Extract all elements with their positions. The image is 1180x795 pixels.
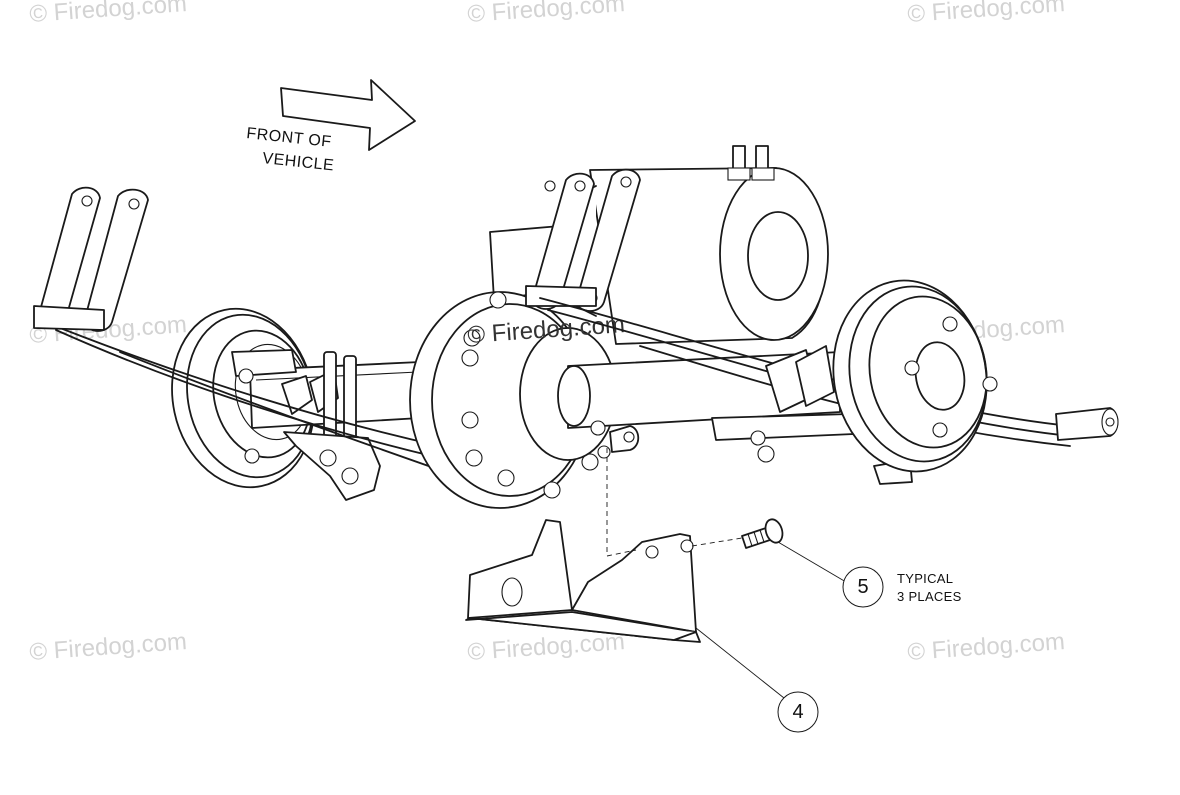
right-axle-tube	[711, 345, 913, 485]
bolt-part-5	[741, 518, 784, 549]
callout-4: 4	[695, 627, 819, 733]
arrow-right-icon	[280, 79, 416, 151]
callout-circle	[842, 566, 884, 608]
watermark: © Firedog.com	[29, 628, 188, 666]
callout-note-line1: TYPICAL	[897, 571, 953, 586]
callout-circle	[777, 691, 819, 733]
watermark: © Firedog.com	[467, 0, 626, 28]
callout-5: 5 TYPICAL 3 PLACES	[777, 541, 962, 608]
callout-note-line2: 3 PLACES	[897, 589, 962, 604]
left-leaf-spring	[39, 319, 441, 471]
watermark: © Firedog.com	[907, 628, 1066, 666]
left-spring-shackle	[33, 186, 149, 332]
direction-label-line1: FRONT OF	[246, 125, 333, 151]
left-axle-tube	[231, 349, 421, 501]
callout-number: 5	[857, 576, 868, 598]
right-spring-shackle	[525, 168, 641, 312]
bracket-part-4	[465, 519, 701, 643]
front-direction-arrow: FRONT OF VEHICLE	[246, 79, 416, 175]
watermark: © Firedog.com	[29, 0, 188, 28]
callout-number: 4	[792, 701, 803, 723]
watermark: © Firedog.com	[467, 628, 626, 666]
direction-label-line2: VEHICLE	[262, 150, 335, 174]
watermark: © Firedog.com	[907, 0, 1066, 28]
right-brake-drum	[832, 279, 998, 473]
assembly-guides	[606, 448, 743, 557]
